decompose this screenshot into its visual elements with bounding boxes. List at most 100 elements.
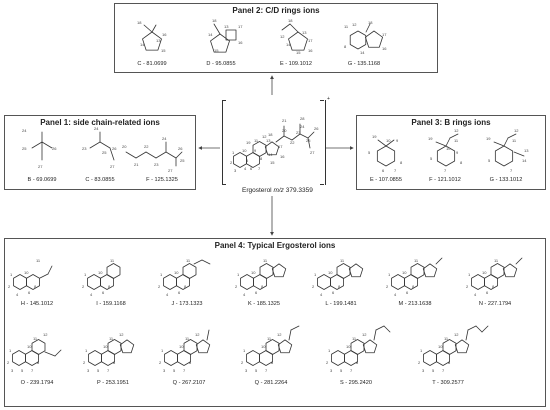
- bond: [275, 135, 285, 143]
- atom-number: 17: [382, 32, 387, 37]
- six-ring: [163, 274, 177, 290]
- atom-number: 2: [230, 160, 233, 165]
- atom-number: 1: [314, 272, 317, 277]
- bond: [289, 23, 299, 33]
- atom-number: 10: [242, 148, 247, 153]
- five-ring: [348, 263, 364, 278]
- bond: [89, 141, 101, 149]
- atom-number: 16: [308, 48, 313, 53]
- bond: [288, 329, 292, 341]
- bond: [385, 139, 395, 147]
- atom-number: 2: [466, 284, 469, 289]
- ion-label: H - 145.1012: [20, 301, 54, 307]
- atom-number: 10: [261, 344, 266, 349]
- six-ring: [253, 274, 267, 290]
- six-ring: [484, 274, 498, 290]
- atom-number: 5: [488, 158, 491, 163]
- panel-title: Panel 3: B rings ions: [411, 118, 491, 127]
- atom-number: 18: [137, 20, 142, 25]
- atom-number: 10: [179, 344, 184, 349]
- bond: [513, 151, 525, 157]
- atom-number: 14: [208, 32, 213, 37]
- atom-number: 27: [168, 168, 173, 173]
- bond: [475, 325, 483, 333]
- atom-number: 10: [402, 270, 407, 275]
- six-ring: [376, 145, 396, 167]
- atom-number: 8: [356, 360, 359, 365]
- atom-number: 1: [232, 150, 235, 155]
- atom-number: 1: [328, 348, 331, 353]
- atom-number: 5: [340, 368, 343, 373]
- five-ring: [362, 339, 378, 354]
- atom-number: 5: [432, 368, 435, 373]
- atom-number: 26: [178, 146, 183, 151]
- atom-number: 8: [448, 360, 451, 365]
- atom-number: 25: [102, 150, 107, 155]
- atom-number: 18: [268, 132, 273, 137]
- bond: [193, 259, 203, 265]
- atom-number: 1: [243, 348, 246, 353]
- bond: [109, 147, 115, 161]
- ion-label: E - 107.0855: [369, 177, 403, 183]
- bond: [41, 141, 53, 149]
- atom-number: 4: [16, 292, 19, 297]
- atom-number: 6: [250, 166, 253, 171]
- ion-label: F - 121.1012: [429, 177, 461, 183]
- ergosterol-caption: Ergosterol m/z 379.3359: [242, 187, 313, 194]
- atom-number: 1: [160, 272, 163, 277]
- atom-number: 17: [238, 24, 243, 29]
- ion-label: S - 295.2420: [339, 380, 373, 386]
- atom-number: 6: [102, 290, 105, 295]
- bond: [493, 141, 505, 147]
- ergosterol-mass: 379.3359: [285, 187, 313, 194]
- six-ring: [410, 263, 425, 279]
- six-ring: [317, 274, 331, 290]
- atom-number: 6: [486, 290, 489, 295]
- bond: [155, 151, 167, 159]
- atom-number: 3: [87, 368, 90, 373]
- six-ring: [336, 263, 351, 279]
- atom-number: 5: [255, 368, 258, 373]
- atom-number: 10: [446, 146, 451, 151]
- atom-number: 4: [320, 292, 323, 297]
- six-ring: [100, 274, 114, 290]
- methyl-bond: [151, 24, 157, 33]
- bond: [467, 325, 477, 331]
- bond: [449, 133, 459, 139]
- atom-number: 11: [185, 336, 190, 341]
- atom-number: 12: [352, 22, 357, 27]
- panel-title: Panel 1: side chain-related ions: [40, 118, 160, 127]
- five-ring: [288, 31, 308, 51]
- atom-number: 17: [308, 38, 313, 43]
- atom-number: 12: [280, 34, 285, 39]
- atom-number: 8: [108, 284, 111, 289]
- atom-number: 15: [161, 48, 166, 53]
- atom-number: 24: [94, 126, 99, 131]
- ion-label: C - 81.0699: [137, 61, 167, 67]
- bond: [206, 329, 210, 341]
- bond: [145, 151, 157, 159]
- atom-number: 2: [8, 284, 11, 289]
- atom-number: 5: [430, 156, 433, 161]
- atom-number: 16: [280, 154, 285, 159]
- five-ring: [119, 339, 135, 354]
- atom-number: 13: [224, 24, 229, 29]
- mz-label: m/z: [273, 187, 284, 194]
- six-ring: [259, 263, 274, 279]
- atom-number: 11: [340, 258, 345, 263]
- atom-number: 12: [454, 128, 459, 133]
- atom-number: 8: [184, 284, 187, 289]
- ion-label: T - 309.2577: [432, 380, 464, 386]
- atom-number: 11: [110, 258, 115, 263]
- atom-number: 8: [271, 360, 274, 365]
- atom-number: 7: [394, 168, 397, 173]
- six-ring: [471, 274, 485, 290]
- atom-number: 14: [286, 42, 291, 47]
- ion-label: O - 239.1794: [20, 380, 54, 386]
- atom-number: 24: [162, 136, 167, 141]
